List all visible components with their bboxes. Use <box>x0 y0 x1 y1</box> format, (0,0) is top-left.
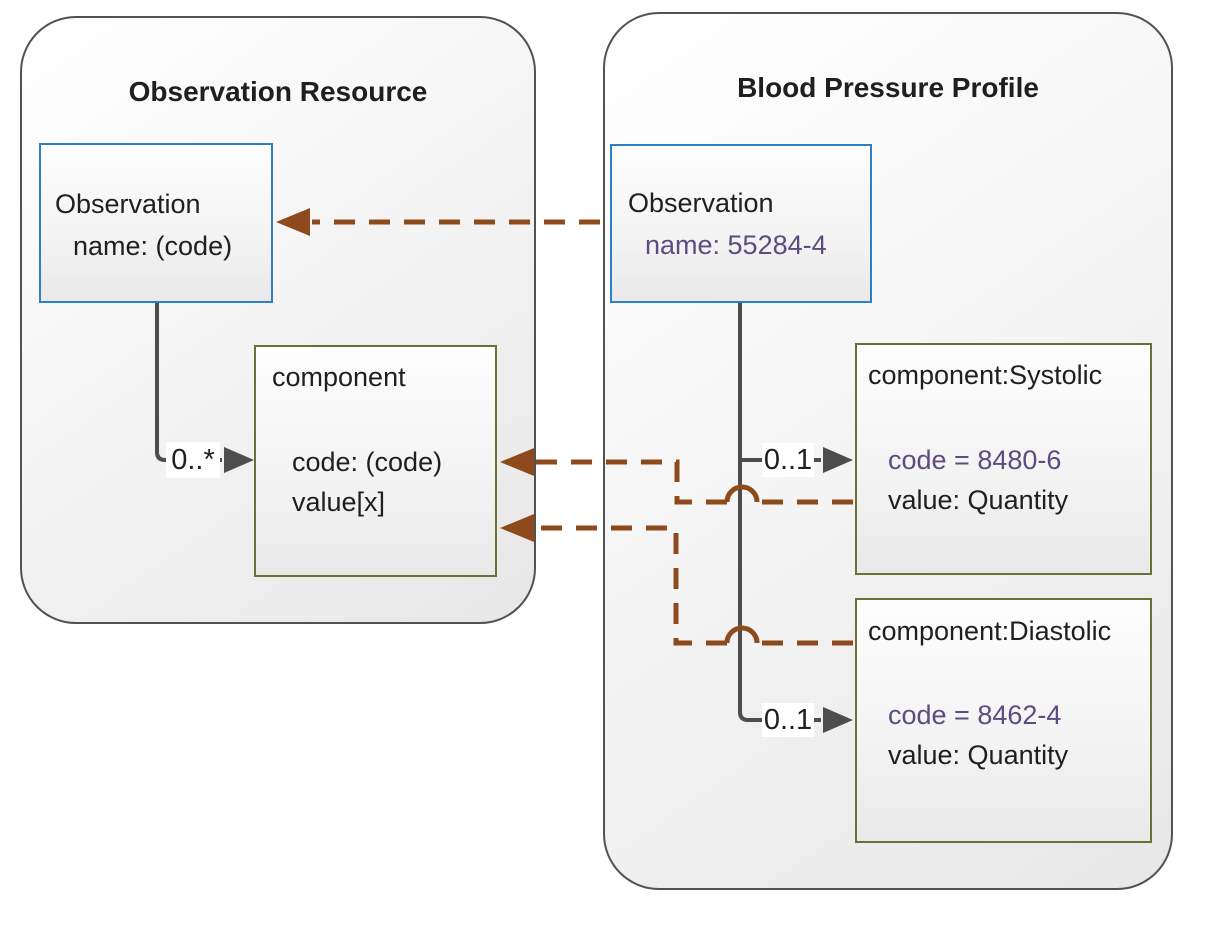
diastolic-code-field: code = 8462-4 <box>888 700 1062 730</box>
cardinality-label: 0..1 <box>762 703 814 737</box>
component-title: component <box>272 362 406 392</box>
systolic-title: component:Systolic <box>868 360 1103 390</box>
diastolic-value-field: value: Quantity <box>888 740 1069 770</box>
name-code-field: name: (code) <box>73 231 233 261</box>
systolic-component-box <box>855 343 1152 575</box>
systolic-value-field: value: Quantity <box>888 485 1069 515</box>
systolic-code-field: code = 8480-6 <box>888 445 1062 475</box>
component-box <box>254 345 497 577</box>
diastolic-title: component:Diastolic <box>868 616 1112 646</box>
observation-box-generic <box>39 143 273 303</box>
cardinality-label: 0..1 <box>762 443 814 477</box>
diastolic-component-box <box>855 598 1152 843</box>
observation-label: Observation <box>628 188 774 218</box>
panel-title: Observation Resource <box>128 76 428 107</box>
observation-label: Observation <box>55 189 201 219</box>
panel-title: Blood Pressure Profile <box>737 72 1039 103</box>
component-code-field: code: (code) <box>292 447 443 477</box>
name-loinc-field: name: 55284-4 <box>645 230 827 260</box>
component-value-field: value[x] <box>292 487 386 517</box>
observation-box-profile <box>610 144 872 303</box>
cardinality-label: 0..* <box>166 442 220 478</box>
